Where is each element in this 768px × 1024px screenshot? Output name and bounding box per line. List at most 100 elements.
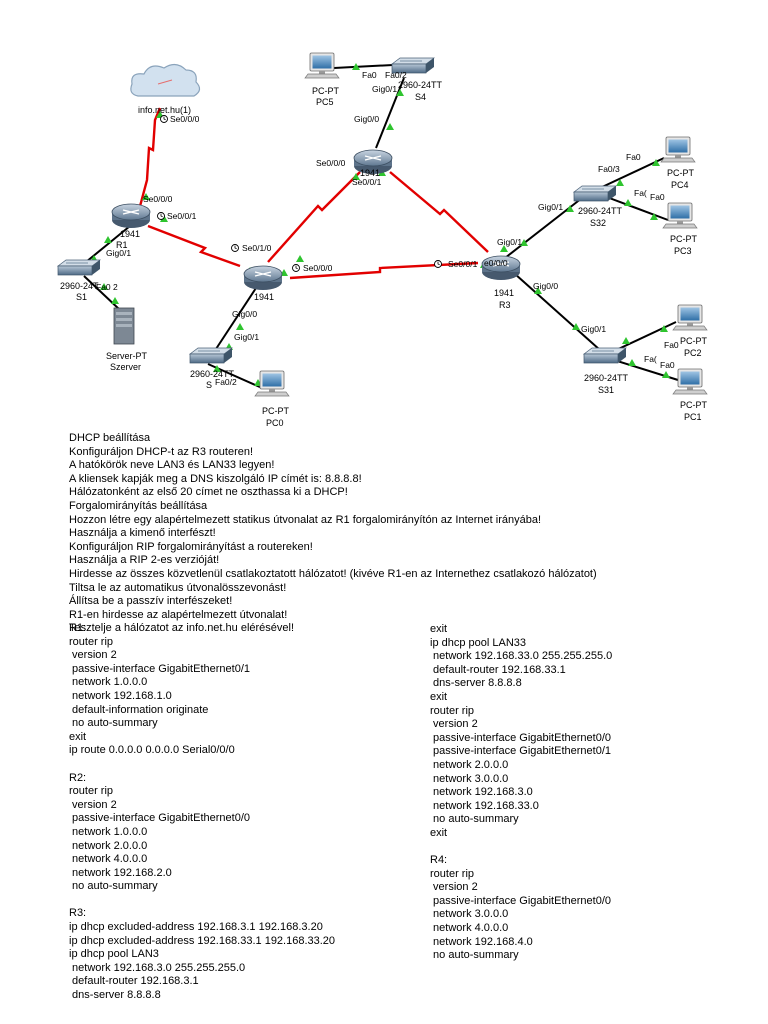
config-line: R4:: [430, 854, 448, 867]
pc0-name-label: PC0: [266, 418, 284, 428]
clock-icon: [157, 212, 165, 220]
server-icon: [113, 307, 135, 345]
port-label: Gig0/0: [354, 114, 379, 124]
config-line: network 1.0.0.0: [69, 825, 148, 838]
config-line: R2:: [69, 771, 87, 784]
port-label: Fa0: [626, 152, 641, 162]
switch-s32[interactable]: [573, 185, 617, 202]
r3-model-label: 1941: [494, 288, 514, 298]
task-line: Konfiguráljon RIP forgalomirányítást a r…: [69, 540, 313, 553]
config-line: ip dhcp excluded-address 192.168.3.1 192…: [69, 921, 323, 934]
serial-link-r2-r3: [289, 261, 479, 280]
config-line: [69, 894, 335, 908]
interface-labels: Se0/0/0 Se0/0/0 Se0/0/1 Se0/1/0 Se0/0/0 …: [96, 70, 679, 387]
pc1-name-label: PC1: [684, 412, 702, 422]
config-line: network 192.168.33.0: [430, 799, 539, 812]
config-line: network 2.0.0.0: [69, 839, 148, 852]
config-line: no auto-summary: [430, 949, 519, 962]
config-line: ip route 0.0.0.0 0.0.0.0 Serial0/0/0: [69, 744, 235, 757]
cloud-label: info.net.hu(1): [138, 105, 191, 115]
port-label: Se0/0/1: [448, 259, 478, 269]
s4-name-label: S4: [415, 92, 426, 102]
s31-model-label: 2960-24TT: [584, 373, 629, 383]
pc-pc1[interactable]: [672, 368, 708, 395]
s31-name-label: S31: [598, 385, 614, 395]
eth-link-r3-s31: [514, 273, 601, 351]
config-line: exit: [430, 826, 448, 839]
port-label: Fa0/3: [598, 164, 620, 174]
config-line: dns-server 8.8.8.8: [430, 677, 522, 690]
config-line: no auto-summary: [430, 813, 519, 826]
config-line: network 2.0.0.0: [430, 758, 509, 771]
pc-pc5[interactable]: [304, 52, 340, 79]
switch-s31[interactable]: [583, 347, 627, 364]
s4-model-label: 2960-24TT: [398, 80, 443, 90]
serial-link-r4-r2: [267, 171, 361, 263]
config-line: R3:: [69, 907, 87, 920]
pc-pc2[interactable]: [672, 304, 708, 331]
task-line: Használja a RIP 2-es verzióját!: [69, 554, 220, 567]
task-line: Állítsa be a passzív interfészeket!: [69, 595, 233, 608]
router-r1[interactable]: [111, 203, 151, 229]
pc-pc3[interactable]: [662, 202, 698, 229]
config-line: [430, 841, 612, 855]
task-line: Konfiguráljon DHCP-t az R3 routeren!: [69, 445, 254, 458]
config-line: passive-interface GigabitEthernet0/0: [430, 731, 611, 744]
server-szerver[interactable]: [113, 307, 135, 345]
port-label: Fa(: [644, 354, 657, 364]
server-name-label: Szerver: [110, 362, 141, 372]
pc-pc4[interactable]: [660, 136, 696, 163]
config-line: network 192.168.3.0 255.255.255.0: [69, 961, 246, 974]
network-topology-diagram: info.net.hu(1) 1941 R1 1941 1941 1941 R3…: [57, 52, 708, 428]
config-line: exit: [430, 623, 448, 635]
config-line: passive-interface GigabitEthernet0/0: [69, 812, 250, 825]
eth-link-s31-pc2: [611, 321, 677, 353]
pc-pc0[interactable]: [254, 370, 290, 397]
pc3-type-label: PC-PT: [670, 234, 698, 244]
r1-model-label: 1941: [120, 229, 140, 239]
config-line: no auto-summary: [69, 880, 158, 893]
config-line: version 2: [69, 798, 117, 811]
router-icon: [111, 203, 151, 229]
eth-link-r4-s4: [375, 77, 405, 149]
config-line: router rip: [430, 704, 475, 717]
s-name-label: S: [206, 380, 212, 390]
switch-s[interactable]: [189, 347, 233, 364]
pc-icon: [304, 52, 340, 79]
switch-icon: [573, 185, 617, 202]
port-label: Gig0/1: [581, 324, 606, 334]
pc-icon: [660, 136, 696, 163]
eth-link-r2-s: [213, 287, 257, 353]
pc4-name-label: PC4: [671, 180, 689, 190]
clock-icon: [231, 244, 239, 252]
s32-name-label: S32: [590, 218, 606, 228]
cloud-internet[interactable]: info.net.hu(1): [130, 63, 201, 115]
serial-link-cloud-r1: [137, 107, 162, 211]
config-line: network 4.0.0.0: [69, 853, 148, 866]
config-line: router rip: [69, 785, 114, 798]
port-label: Fa0: [362, 70, 377, 80]
pc5-type-label: PC-PT: [312, 86, 340, 96]
port-label: Se0/0/0: [170, 114, 200, 124]
pc4-type-label: PC-PT: [667, 168, 695, 178]
serial-link-r4-r3: [389, 171, 489, 253]
port-label: e0/0/0: [484, 258, 508, 268]
s32-model-label: 2960-24TT: [578, 206, 623, 216]
config-line: ip dhcp excluded-address 192.168.33.1 19…: [69, 934, 336, 947]
s1-model-label: 2960-24T: [60, 281, 99, 291]
router-icon: [243, 265, 283, 291]
pc5-name-label: PC5: [316, 97, 334, 107]
config-line: network 192.168.33.0 255.255.255.0: [430, 650, 613, 663]
eth-link-s32-pc4: [599, 157, 665, 189]
r3-name-label: R3: [499, 300, 511, 310]
config-line: network 4.0.0.0: [430, 922, 509, 935]
router-r2[interactable]: [243, 265, 283, 291]
task-line: Hirdesse az összes közvetlenül csatlakoz…: [69, 567, 597, 580]
switch-s1[interactable]: [57, 259, 101, 276]
port-label: Gig0/1: [234, 332, 259, 342]
task-line: Forgalomirányítás beállítása: [69, 499, 208, 512]
port-label: Se0/0/1: [167, 211, 197, 221]
r1-name-label: R1: [116, 240, 128, 250]
